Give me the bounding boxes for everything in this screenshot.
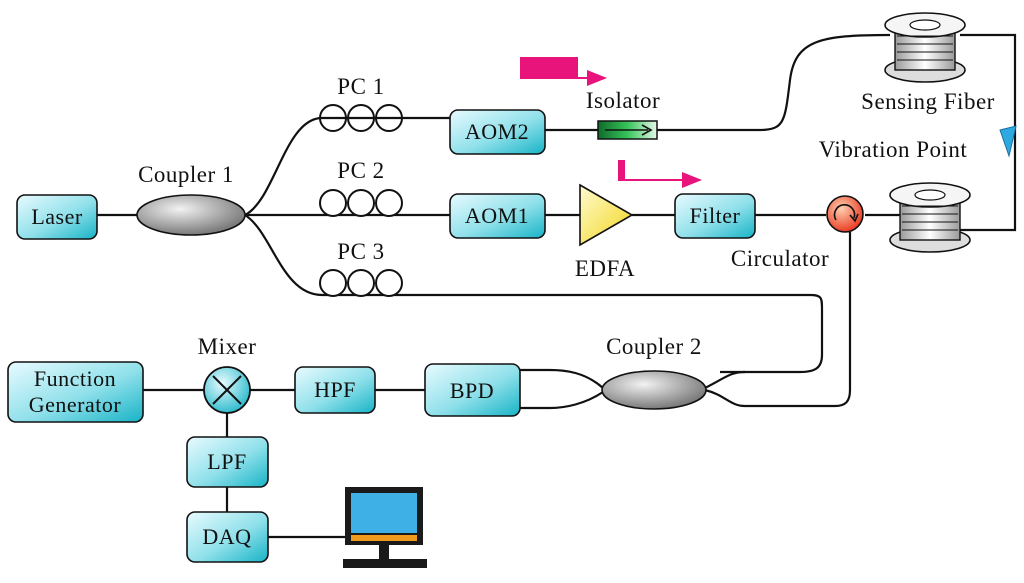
pc-2: PC 2 (319, 158, 403, 217)
isolator-label: Isolator (586, 88, 660, 113)
aom1-box: AOM1 (449, 193, 546, 239)
mixer-label: Mixer (198, 334, 257, 359)
filter-box: Filter (674, 193, 756, 239)
pulse-waveform-2 (618, 160, 702, 188)
circulator: Circulator (731, 195, 864, 271)
pc-3: PC 3 (319, 239, 403, 297)
hpf-label: HPF (314, 377, 356, 402)
edfa-label: EDFA (575, 256, 635, 281)
aom2-box: AOM2 (449, 109, 546, 155)
function-generator-box: Function Generator (7, 361, 144, 423)
function-generator-label-line1: Function (34, 366, 116, 391)
isolator: Isolator (586, 88, 660, 140)
sensing-fiber-spool-top (884, 12, 966, 83)
laser-label: Laser (31, 204, 83, 229)
filter-label: Filter (690, 203, 741, 228)
function-generator-label-line2: Generator (29, 392, 122, 417)
cross-circle-icon (212, 375, 242, 405)
pc-1-label: PC 1 (337, 74, 384, 99)
coupler-2: Coupler 2 (601, 334, 707, 410)
computer-monitor-icon (343, 487, 427, 568)
coupler-1-label: Coupler 1 (138, 162, 234, 187)
coupler-2-label: Coupler 2 (606, 334, 702, 359)
bpd-box: BPD (424, 363, 521, 417)
vibration-point-label: Vibration Point (819, 137, 968, 162)
daq-box: DAQ (186, 511, 269, 563)
bpd-label: BPD (450, 378, 494, 403)
lpf-label: LPF (207, 449, 246, 474)
aom1-label: AOM1 (465, 203, 529, 228)
fiber-connections (97, 33, 1017, 539)
pc-3-label: PC 3 (337, 239, 384, 264)
vibration-point-marker (999, 125, 1017, 158)
coupler-1: Coupler 1 (136, 162, 246, 236)
hpf-box: HPF (294, 366, 376, 414)
pc-2-label: PC 2 (337, 158, 384, 183)
pulse-waveform-1 (520, 57, 607, 86)
sensing-fiber-label: Sensing Fiber (861, 89, 995, 114)
mixer: Mixer (198, 334, 257, 414)
edfa-amplifier: EDFA (575, 183, 635, 281)
lpf-box: LPF (186, 436, 269, 488)
laser-box: Laser (16, 194, 98, 240)
sensing-fiber-spool-bottom (889, 182, 971, 253)
aom2-label: AOM2 (465, 119, 529, 144)
daq-label: DAQ (202, 524, 251, 549)
circulator-label: Circulator (731, 246, 829, 271)
pc-1: PC 1 (319, 74, 403, 132)
